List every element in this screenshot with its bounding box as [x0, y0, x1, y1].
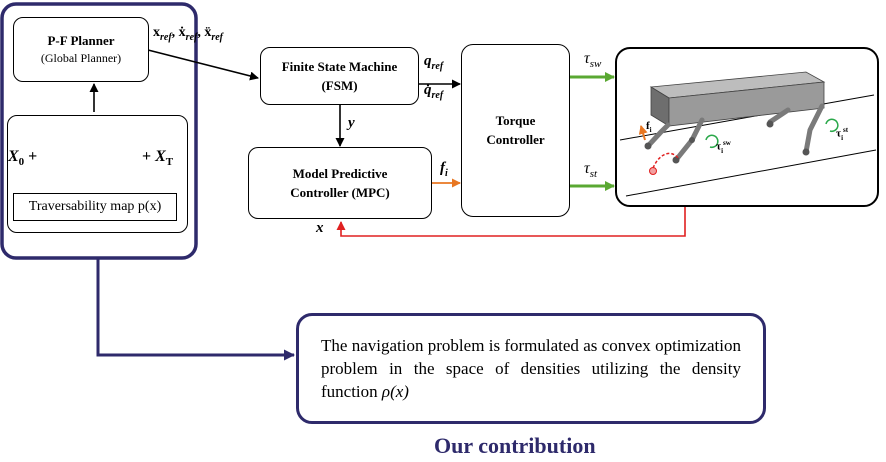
swing-trajectory — [652, 152, 679, 169]
signal-tau-st: τst — [584, 160, 598, 181]
fsm-title: Finite State Machine — [281, 58, 398, 74]
signal-tau-sw: τsw — [584, 50, 602, 71]
traversability-map-label-box: Traversability map p(x) — [13, 193, 177, 221]
arrow-to-contribution — [96, 258, 295, 361]
signal-y: y — [348, 115, 355, 131]
pf-planner-subtitle: (Global Planner) — [40, 51, 122, 65]
contribution-text: The navigation problem is formulated as … — [321, 336, 741, 401]
robot-body — [649, 71, 826, 127]
signal-reference-trajectory: xref, ẋref, ẍref — [153, 25, 224, 43]
signal-f-i: fi — [440, 160, 448, 179]
signal-x-state: x — [316, 220, 324, 236]
contribution-box: The navigation problem is formulated as … — [296, 313, 766, 424]
end-state-label: + XT — [142, 148, 174, 169]
mpc-box: Model Predictive Controller (MPC) — [248, 147, 432, 219]
traversability-map-label: Traversability map p(x) — [28, 199, 162, 214]
torque-controller-box: Torque Controller — [461, 44, 570, 217]
torque-title: Torque — [495, 113, 536, 128]
fsm-box: Finite State Machine (FSM) — [260, 47, 419, 105]
pf-planner-box: P-F Planner (Global Planner) — [13, 17, 149, 82]
force-arrow — [638, 125, 648, 141]
ground-line-front — [625, 149, 877, 197]
pf-planner-title: P-F Planner — [47, 33, 115, 48]
start-state-label: X0 + — [8, 148, 38, 169]
contribution-caption: Our contribution — [434, 433, 596, 458]
mpc-title: Model Predictive — [292, 165, 388, 181]
robot-joints — [644, 120, 810, 164]
arrow-planner-to-fsm — [147, 49, 259, 81]
tau-sw-arc — [705, 134, 719, 149]
fsm-subtitle: (FSM) — [321, 77, 358, 93]
signal-q-ref: qref — [424, 53, 444, 72]
mpc-subtitle: Controller (MPC) — [290, 184, 390, 200]
robot-tau-st-label: τist — [836, 126, 849, 142]
swing-foot — [649, 167, 657, 175]
torque-subtitle: Controller — [486, 132, 545, 147]
arrow-state-feedback — [336, 206, 686, 237]
tau-st-arc — [825, 118, 839, 133]
robot-tau-sw-label: τisw — [716, 139, 731, 155]
robot-force-label: fi — [646, 120, 652, 135]
signal-q-dot-ref: q̇ref — [424, 82, 444, 101]
